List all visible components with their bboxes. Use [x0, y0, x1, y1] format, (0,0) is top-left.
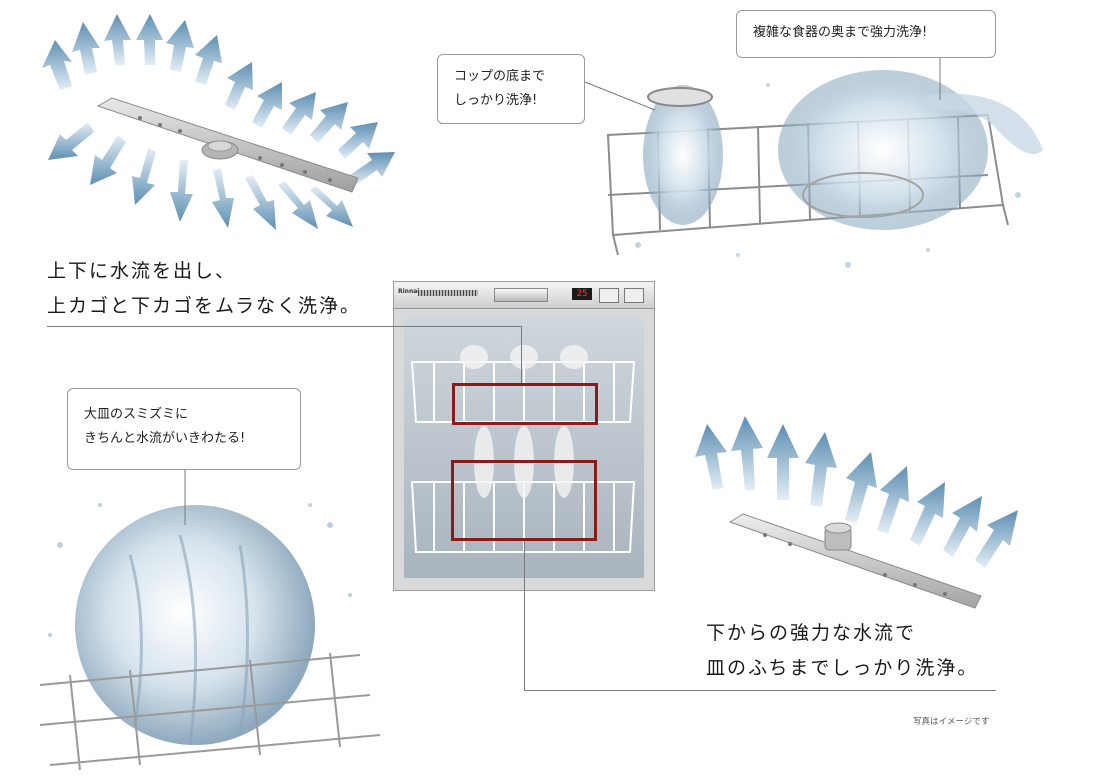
lower-arm-highlight — [451, 460, 597, 541]
plate-callout: 大皿のスミズミに きちんと水流がいきわたる! — [67, 388, 301, 470]
dishwasher-brand: Rinnai — [398, 288, 420, 295]
lower-upward-water-arrows — [695, 416, 1018, 568]
upward-water-arrows — [42, 14, 395, 185]
dishwasher-control-panel: Rinnai 25 — [394, 282, 654, 309]
footnote: 写真はイメージです — [913, 717, 990, 727]
upper-arm-highlight — [452, 383, 598, 425]
upper-spray-illustration — [42, 14, 395, 230]
upper-spray-headline-line2: 上カゴと下カゴをムラなく洗浄。 — [47, 295, 362, 317]
plate-callout-connector — [184, 470, 186, 525]
cup-callout: コップの底まで しっかり洗浄! — [437, 54, 585, 124]
upper-leader-vertical — [521, 326, 522, 383]
cup-callout-line1: コップの底まで — [454, 69, 546, 84]
dishes-callout-text: 複雑な食器の奥まで強力洗浄! — [753, 25, 928, 40]
plate-callout-line1: 大皿のスミズミに — [84, 407, 189, 422]
upper-leader-horizontal — [47, 326, 521, 327]
dishes-callout: 複雑な食器の奥まで強力洗浄! — [736, 10, 996, 58]
cup-callout-line2: しっかり洗浄! — [454, 93, 538, 108]
dishwasher-racks — [410, 345, 636, 553]
dishes-callout-connector — [939, 58, 941, 100]
lower-spray-illustration — [695, 416, 1018, 609]
dishwasher-button-2 — [624, 288, 644, 303]
plate-callout-line2: きちんと水流がいきわたる! — [84, 431, 246, 446]
dish-splash — [778, 70, 1043, 230]
dishwasher-handle — [494, 288, 548, 302]
lower-spray-headline-line2: 皿のふちまでしっかり洗浄。 — [706, 657, 979, 679]
dishwasher-vent — [418, 290, 478, 296]
lower-leader-horizontal — [524, 690, 996, 691]
lower-leader-vertical — [524, 541, 525, 690]
upper-spray-headline-line1: 上下に水流を出し、 — [47, 260, 237, 282]
upper-spray-arm — [96, 97, 359, 193]
cup-callout-connector — [584, 81, 656, 111]
upper-spray-headline: 上下に水流を出し、 上カゴと下カゴをムラなく洗浄。 — [47, 254, 361, 324]
dishwasher-display: 25 — [572, 288, 592, 300]
plate-splash-illustration — [39, 503, 381, 771]
cup-splash — [643, 85, 723, 225]
lower-spray-headline-line1: 下からの強力な水流で — [706, 622, 917, 644]
upper-rack-illustration — [606, 70, 1043, 268]
lower-spray-headline: 下からの強力な水流で 皿のふちまでしっかり洗浄。 — [706, 616, 978, 686]
downward-water-arrows — [48, 122, 353, 230]
dishwasher-button-1 — [599, 288, 619, 303]
lower-spray-arm — [728, 513, 982, 609]
